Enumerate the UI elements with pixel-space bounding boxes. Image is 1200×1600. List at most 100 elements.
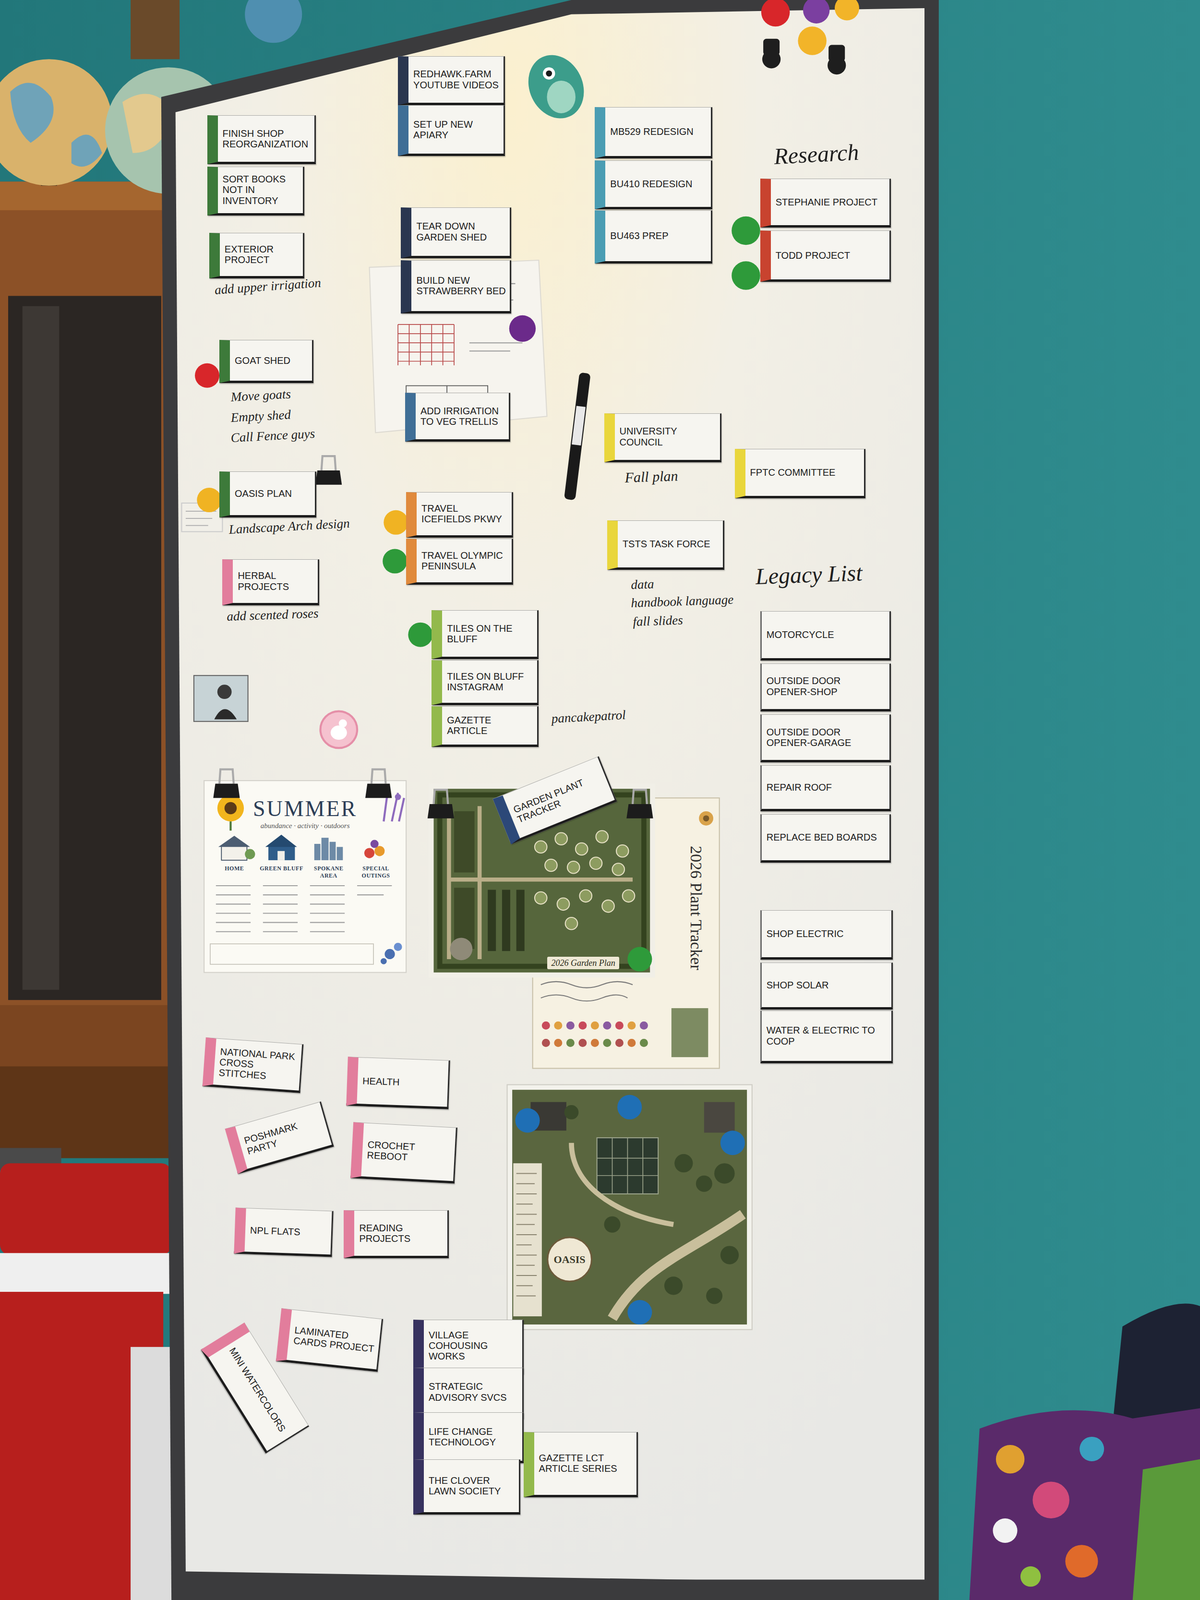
task-magnet-label: CROCHET REBOOT [350,1121,458,1184]
plant-tracker-paper [566,1021,575,1030]
label-text: REDHAWK.FARM YOUTUBE VIDEOS [413,68,500,91]
handwritten-note: Research [773,138,860,169]
label-text: LAMINATED CARDS PROJECT [293,1324,377,1355]
oasis-map-picture [547,1237,592,1282]
handwritten-note: add scented roses [226,605,319,624]
summer-sheet-paper [218,835,251,847]
whiteboard-frame [161,0,939,1600]
plant-tracker-paper [578,1038,587,1047]
oasis-map-picture [597,1137,659,1194]
label-text: LIFE CHANGE TECHNOLOGY [428,1426,519,1448]
wooden-cabinet [0,1066,176,1158]
oasis-map-picture [597,1137,659,1194]
colored-magnets [383,510,408,535]
wooden-cabinet [22,306,60,990]
task-magnet-label: MB529 REDESIGN [594,107,712,159]
colored-magnets [194,0,860,648]
plant-tracker-paper [590,1038,600,1047]
binder-clips [433,789,448,804]
summer-sheet-paper [221,845,247,861]
label-text: GARDEN PLANT TRACKER [512,769,608,825]
plant-tracker-paper [590,1021,600,1030]
garden-plan-picture [534,840,548,854]
task-magnet-label: POSHMARK PARTY [225,1101,335,1175]
label-text: THE CLOVER LAWN SOCIETY [428,1475,516,1497]
oasis-map-picture [516,1173,538,1296]
bird-magnet [545,70,552,77]
chicken-magnet [320,711,358,749]
summer-sheet-paper [380,958,387,965]
label-text: TSTS TASK FORCE [622,538,720,550]
handwritten-text: Research [773,138,860,169]
label-text: TRAVEL ICEFIELDS PKWY [421,503,508,525]
column-heading: HOME [210,864,258,880]
task-magnet-label: TODD PROJECT [760,230,891,282]
fabric-bag [969,1303,1200,1600]
garden-plan-picture [487,889,496,952]
summer-sheet-paper [204,780,407,973]
handwritten-note: Landscape Arch design [228,516,350,538]
map-badge-title: OASIS [550,1253,589,1266]
label-text: HERBAL PROJECTS [237,570,314,592]
blue-magnets [515,1094,745,1325]
red-cooler [0,1163,172,1255]
oasis-map-picture: OASIS [507,1084,753,1330]
garden-plan-picture [516,889,525,952]
label-text: OASIS PLAN [234,488,312,499]
blue-magnets [720,1130,745,1155]
colored-magnets [797,26,827,56]
label-text: ADD IRRIGATION TO VEG TRELLIS [420,405,505,428]
blue-magnets [515,1107,540,1133]
label-text: TRAVEL OLYMPIC PENINSULA [421,550,508,572]
oasis-map-picture [571,1142,674,1225]
garden-plan-picture [502,889,511,952]
colored-magnets [731,261,761,290]
colored-magnets [194,363,220,388]
plant-tracker-paper [553,1038,563,1047]
black-magnets [762,38,846,75]
plant-tracker-paper [602,1021,612,1030]
summer-sheet-paper [395,793,402,801]
handwritten-text: add scented roses [226,605,319,624]
marker-pen [564,372,591,501]
blue-magnets [627,1299,652,1325]
handwritten-text: pancakepatrol [551,707,626,726]
summer-sheet-paper [224,802,238,815]
label-text: BUILD NEW STRAWBERRY BED [416,275,506,297]
globes [71,134,103,168]
handwritten-note: Fall plan [624,467,679,486]
colored-magnets [509,315,536,342]
fabric-bag [1132,1459,1200,1600]
binder-clips [427,804,455,819]
task-magnet-label: OUTSIDE DOOR OPENER-GARAGE [760,714,891,763]
summer-sheet-paper [384,948,395,960]
plant-tracker-paper [615,1038,624,1047]
colored-magnets [382,549,408,574]
fabric-bag [1065,1544,1098,1578]
garden-plan-picture [565,917,578,930]
column-heading: SPECIAL OUTINGS [352,864,400,880]
label-text: HEALTH [362,1075,444,1089]
sheet-subtitle: abundance · activity · outdoors [210,820,400,831]
plant-tracker-paper [566,1038,575,1047]
garden-plan-picture [567,861,580,874]
label-text: READING PROJECTS [359,1222,444,1245]
handwritten-note: Call Fence guys [230,426,316,446]
red-cooler [0,1147,176,1600]
label-text: SHOP SOLAR [766,979,888,991]
handwritten-text: Move goats [230,386,292,405]
label-text: SET UP NEW APIARY [413,119,500,141]
task-magnet-label: ADD IRRIGATION TO VEG TRELLIS [405,392,511,442]
sheet-title: 2026 Plant Tracker [686,845,706,971]
photo-magnet [214,708,237,720]
label-text: OUTSIDE DOOR OPENER-SHOP [766,675,886,697]
summer-sheet-paper [210,943,374,965]
label-text: SHOP ELECTRIC [766,928,888,939]
label-text: TILES ON THE BLUFF [446,623,534,645]
fabric-bag [969,1407,1200,1600]
summer-sheet-paper [277,851,285,861]
handwritten-text: handbook language [630,592,734,611]
handwritten-note: handbook language [630,592,734,611]
